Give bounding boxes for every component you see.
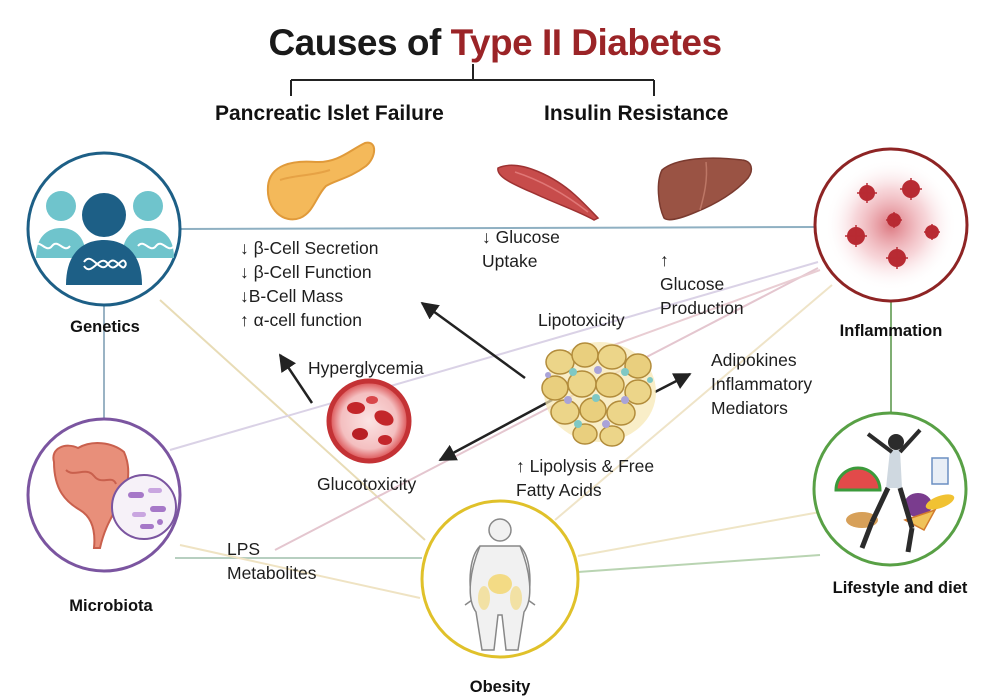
- beta-cell-mass: ↓B-Cell Mass: [240, 286, 344, 306]
- glucotoxicity-label: Glucotoxicity: [317, 474, 417, 494]
- line-obesity-lifestyle: [577, 554, 821, 573]
- line-microbiota-obesity-lower: [179, 544, 421, 599]
- label-obesity: Obesity: [469, 678, 531, 696]
- muscle-icon: [497, 164, 600, 221]
- arrows: [278, 301, 692, 462]
- genetics-circle: [26, 151, 182, 307]
- liver-icon: [657, 157, 753, 221]
- title-highlight: Type II Diabetes: [450, 22, 722, 63]
- label-inflammation: Inflammation: [839, 322, 943, 340]
- adipokines-label: Adipokines Inflammatory Mediators: [711, 350, 813, 418]
- line-lipotoxicity-inflammation: [599, 269, 821, 351]
- intestine-bacteria-icon: [52, 442, 177, 549]
- beta-cell-function: ↓ β-Cell Function: [240, 262, 372, 282]
- beta-cell-secretion: ↓ β-Cell Secretion: [240, 238, 379, 258]
- title-bracket: [290, 64, 655, 96]
- beta-cell-effects-list: ↓ β-Cell Secretion ↓ β-Cell Function ↓B-…: [240, 236, 378, 332]
- virus-icon: [845, 178, 940, 269]
- line-genetics-inflammation: [177, 226, 819, 230]
- lifestyle-circle: [812, 411, 968, 567]
- hyperglycemia-label: Hyperglycemia: [308, 358, 424, 378]
- title-prefix: Causes of: [268, 22, 451, 63]
- line-lps-inflammation: [274, 267, 819, 551]
- microbiota-circle: [26, 417, 182, 573]
- red-blood-cells-icon: [326, 378, 412, 464]
- arrow-fat-to-glucotoxicity: [438, 398, 553, 462]
- muscle-effect-label: ↓ Glucose Uptake: [482, 227, 560, 271]
- label-lifestyle-and-diet: Lifestyle and diet: [832, 579, 968, 597]
- line-obesity-lifestyle-upper: [577, 511, 821, 557]
- line-obesity-inflammation: [554, 284, 833, 521]
- label-microbiota: Microbiota: [69, 597, 153, 615]
- pancreas-icon: [266, 141, 376, 221]
- line-genetics-obesity: [159, 299, 426, 541]
- family-dna-icon: [33, 191, 175, 285]
- inflammation-circle: [813, 147, 969, 303]
- obesity-circle: [420, 499, 580, 659]
- human-body-icon: [464, 518, 536, 651]
- lipolysis-label: ↑ Lipolysis & Free Fatty Acids: [516, 456, 655, 500]
- lps-label: LPS Metabolites: [227, 539, 317, 583]
- alpha-cell-function: ↑ α-cell function: [240, 310, 362, 330]
- heading-pancreatic-islet-failure: Pancreatic Islet Failure: [215, 102, 444, 125]
- dancing-person-food-icon: [834, 428, 955, 553]
- arrow-fat-to-adipokines: [654, 372, 692, 394]
- heading-insulin-resistance: Insulin Resistance: [544, 102, 729, 125]
- label-genetics: Genetics: [70, 318, 140, 336]
- fat-cells-icon: [541, 342, 656, 447]
- arrow-fat-to-beta-cells: [420, 301, 526, 380]
- page-title: Causes of Type II Diabetes: [0, 22, 990, 64]
- arrow-rbc-to-hyperglycemia: [278, 353, 314, 404]
- liver-effect-label: ↑ Glucose Production: [660, 250, 744, 318]
- lipotoxicity-label: Lipotoxicity: [538, 310, 625, 330]
